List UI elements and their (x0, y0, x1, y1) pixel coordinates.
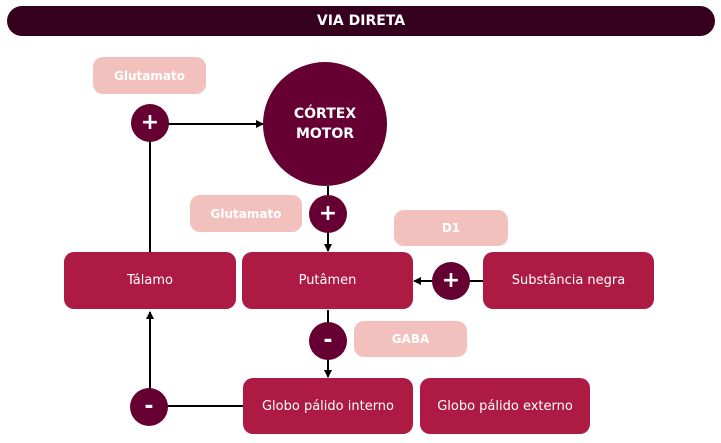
node-substancia-negra: Substância negra (483, 252, 654, 309)
label-d1: D1 (394, 210, 508, 246)
node-globo-palido-interno: Globo pálido interno (243, 378, 413, 434)
plus-icon-substancia-putamen: + (432, 262, 470, 300)
diagram-title: VIA DIRETA (7, 6, 715, 36)
cortex-line2: MOTOR (295, 126, 355, 142)
label-glutamato-cortex: Glutamato (190, 195, 302, 232)
minus-icon-putamen-globo: - (309, 322, 347, 360)
cortex-line1: CÓRTEX (293, 106, 357, 122)
node-putamen: Putâmen (242, 252, 413, 309)
plus-icon-talamo-cortex: + (131, 104, 169, 142)
node-talamo: Tálamo (64, 252, 236, 309)
minus-icon-globo-talamo: - (130, 388, 168, 426)
plus-icon-cortex-putamen: + (309, 195, 347, 233)
node-globo-palido-externo: Globo pálido externo (420, 378, 590, 434)
label-glutamato-talamo: Glutamato (93, 57, 206, 94)
label-gaba: GABA (354, 321, 467, 357)
node-cortex-motor: CÓRTEX MOTOR (263, 62, 387, 186)
